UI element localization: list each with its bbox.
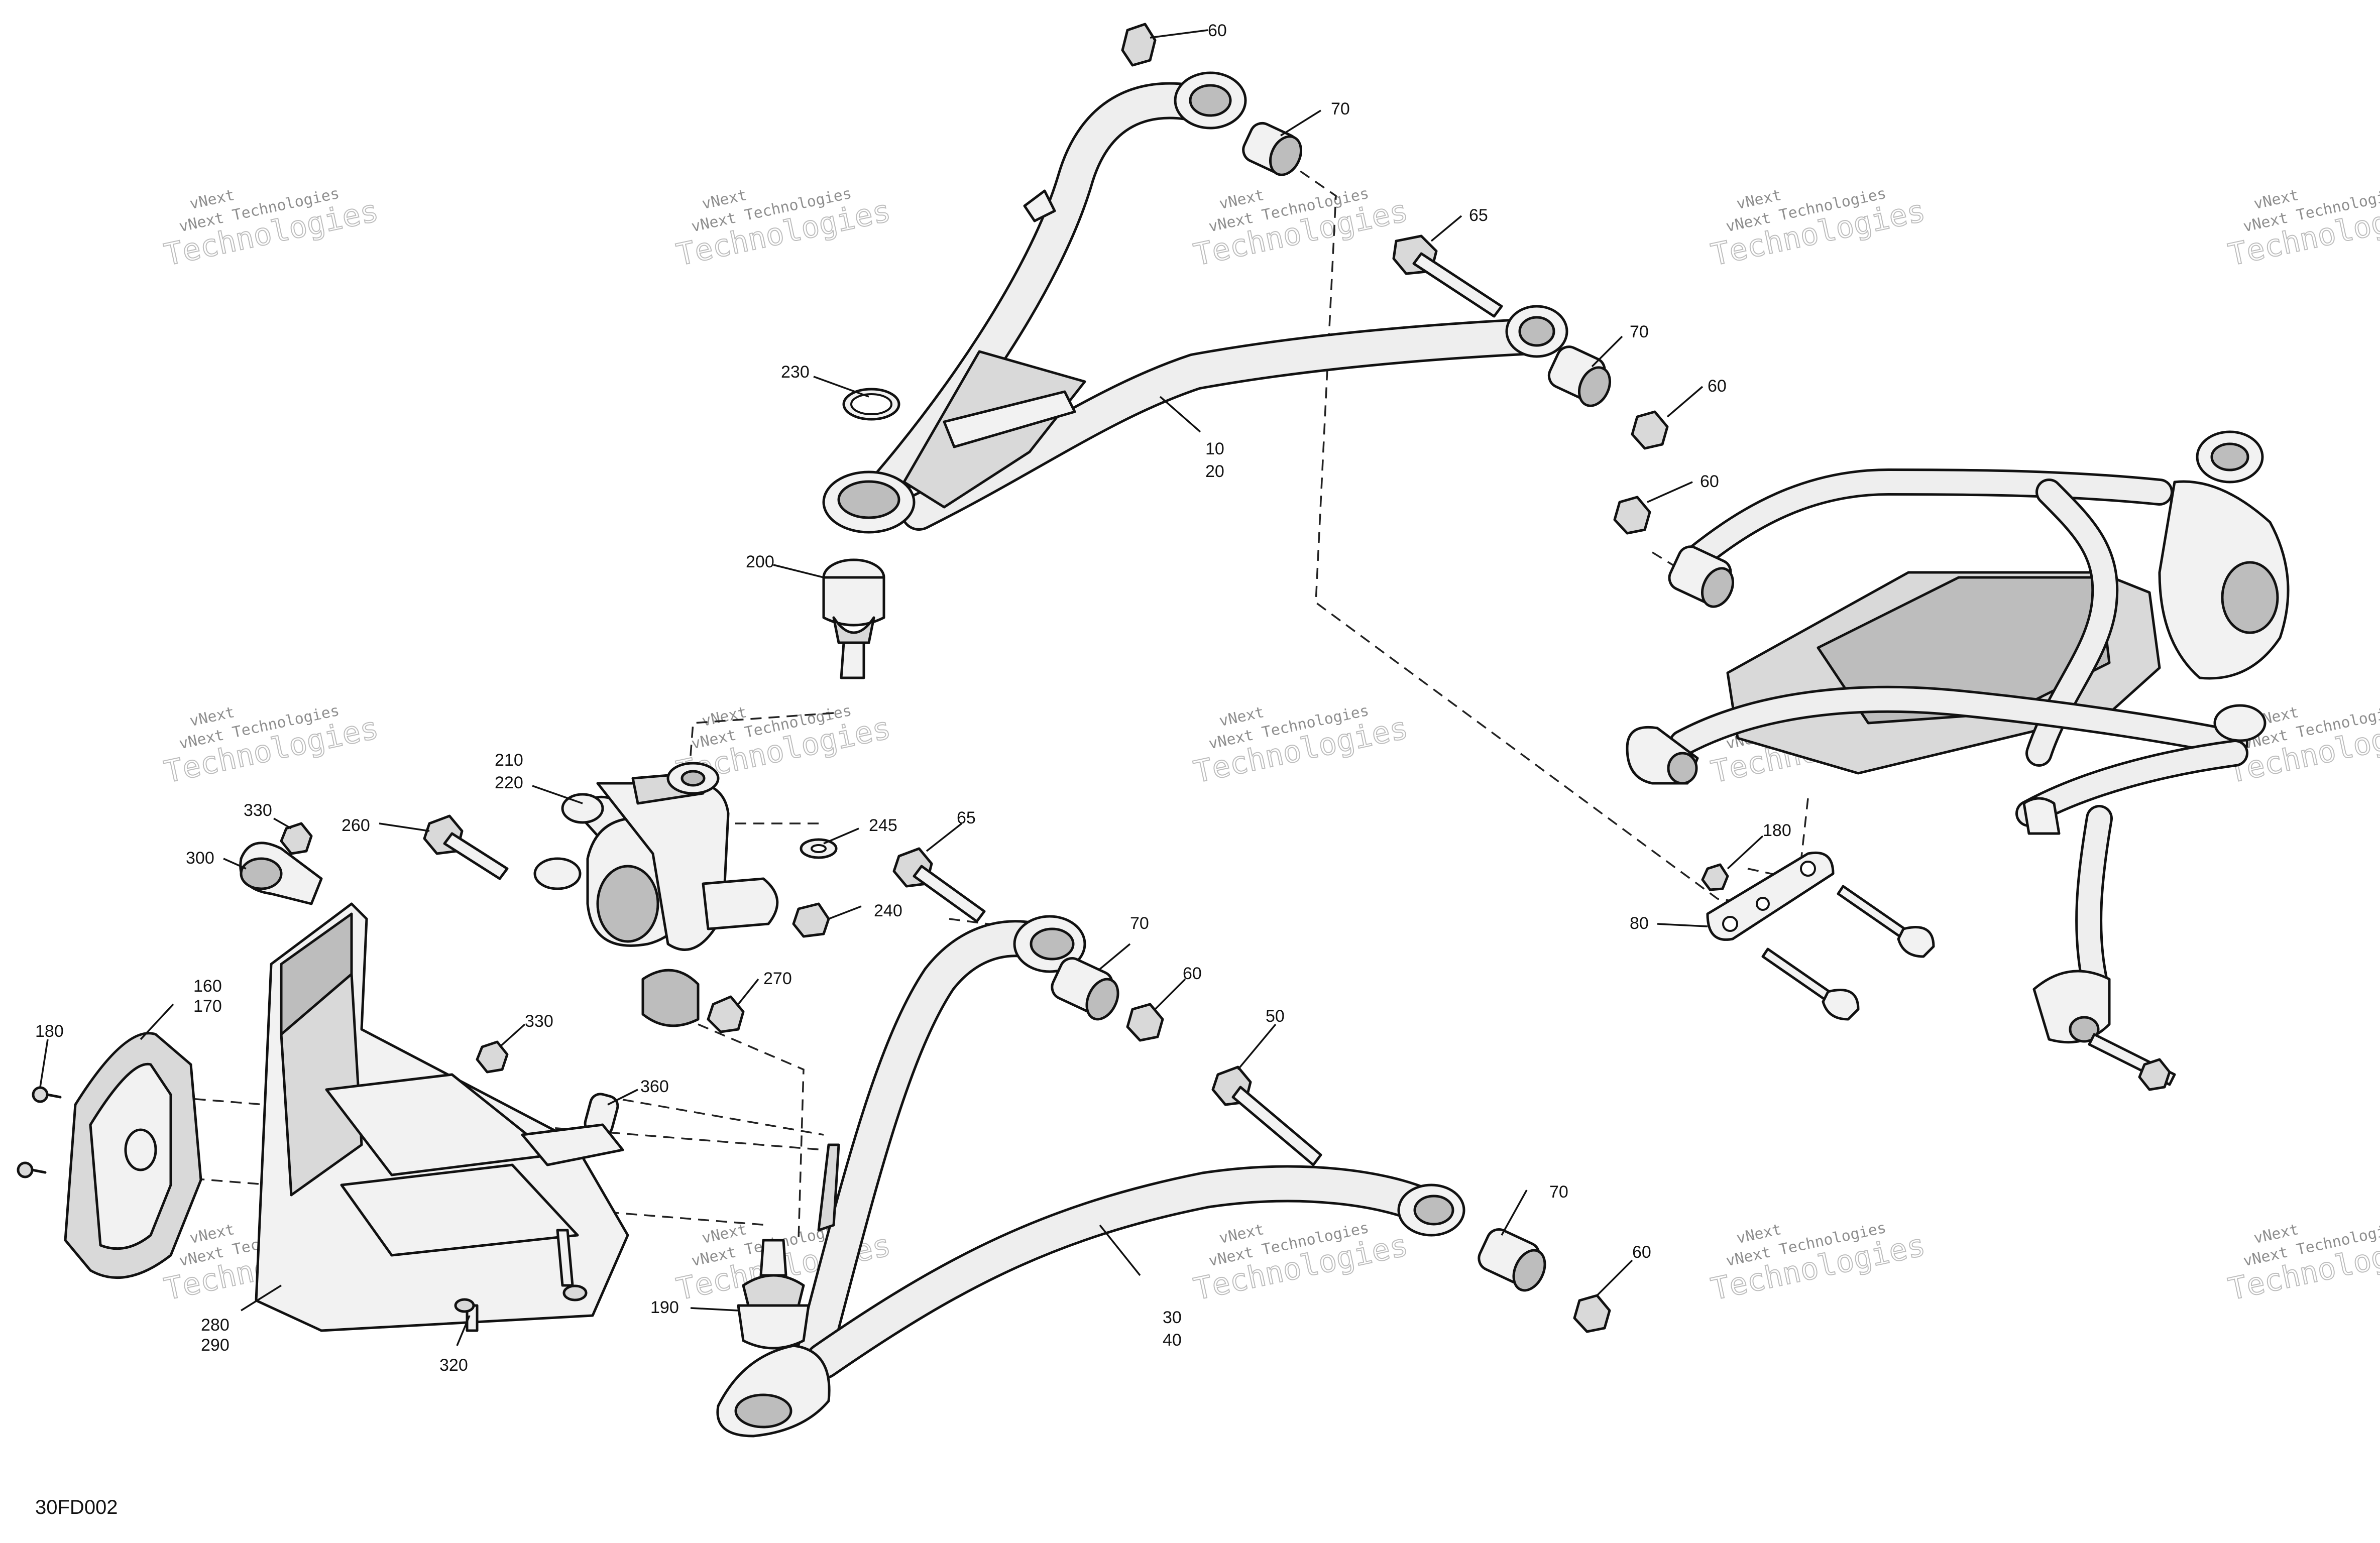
- nut-270: [707, 995, 745, 1033]
- lower-a-arm: [716, 915, 1465, 1438]
- callout-180: 180: [35, 1022, 64, 1041]
- callout-30: 30: [1163, 1308, 1182, 1327]
- callout-260: 260: [342, 816, 370, 835]
- upper-a-arm: [822, 71, 1568, 534]
- callout-360: 360: [640, 1077, 669, 1096]
- watermark: vNext vNext Technologies Technologies: [161, 702, 382, 791]
- screw-180-right: [1701, 863, 1729, 891]
- callout-240: 240: [874, 901, 902, 920]
- watermark: vNext vNext Technologies Technologies: [1708, 1219, 1929, 1308]
- callout-330: 330: [244, 801, 272, 820]
- callout-330: 330: [525, 1012, 553, 1031]
- watermark: vNext vNext Technologies Technologies: [1708, 185, 1929, 274]
- callout-70: 70: [1630, 322, 1649, 341]
- bolt-50: [1231, 1086, 1322, 1166]
- callout-320: 320: [439, 1356, 468, 1375]
- nut-330-top: [280, 822, 313, 855]
- watermark: vNext vNext Technologies Technologies: [673, 185, 894, 274]
- callout-40: 40: [1163, 1331, 1182, 1350]
- nut-60-mid: [1631, 410, 1669, 450]
- bolt-65-top: [1412, 252, 1503, 318]
- rivet-180-a: [32, 1086, 49, 1103]
- watermark: vNext vNext Technologies Technologies: [2225, 185, 2380, 274]
- callout-60: 60: [1183, 964, 1202, 983]
- callout-20: 20: [1205, 462, 1224, 481]
- nut-60-low: [1126, 1003, 1164, 1042]
- callout-labels: 60 70 65 70 60 230 10 20 200 60 210 220 …: [35, 21, 1791, 1375]
- nut-60-top: [1121, 23, 1157, 67]
- callout-60: 60: [1632, 1243, 1651, 1262]
- plate-80: [1701, 851, 1935, 1021]
- callout-290: 290: [201, 1336, 230, 1355]
- clamp-300: [239, 822, 323, 905]
- callout-180: 180: [1763, 821, 1791, 840]
- callout-60: 60: [1700, 472, 1719, 491]
- watermark: vNext vNext Technologies Technologies: [1190, 185, 1412, 274]
- nut-240: [792, 902, 830, 938]
- upper-arm-hardware: [842, 23, 1669, 450]
- callout-230: 230: [781, 363, 810, 382]
- callout-220: 220: [495, 773, 523, 792]
- callout-160: 160: [193, 977, 222, 996]
- callout-270: 270: [763, 969, 792, 988]
- nut-60-right: [1613, 496, 1651, 535]
- callout-170: 170: [193, 997, 222, 1016]
- watermark: vNext vNext Technologies Technologies: [2225, 1219, 2380, 1308]
- callout-10: 10: [1205, 439, 1224, 458]
- watermark: vNext vNext Technologies Technologies: [1190, 702, 1412, 791]
- callout-65: 65: [1469, 206, 1488, 225]
- callout-65: 65: [957, 808, 976, 827]
- callout-300: 300: [186, 849, 214, 868]
- callout-210: 210: [495, 751, 523, 770]
- bolt-260: [443, 832, 509, 880]
- nut-330-mid: [476, 1040, 509, 1074]
- callout-60: 60: [1208, 21, 1227, 40]
- callout-60: 60: [1708, 377, 1727, 396]
- ball-joint-200: [822, 558, 885, 679]
- callout-280: 280: [201, 1316, 230, 1335]
- ball-joint-190: [737, 1239, 810, 1350]
- bolt-long-1: [1761, 947, 1835, 1003]
- steering-knuckle: [533, 762, 779, 1027]
- callout-245: 245: [869, 816, 897, 835]
- callout-leaders: [39, 29, 1764, 1346]
- assembled-suspension: [1613, 430, 2290, 1091]
- lower-arm-hardware: [892, 847, 1611, 1333]
- callout-70: 70: [1130, 914, 1149, 933]
- callout-190: 190: [650, 1298, 679, 1317]
- knuckle-hardware: [423, 814, 838, 1137]
- callout-200: 200: [746, 552, 774, 571]
- callout-70: 70: [1549, 1182, 1568, 1202]
- watermark: vNext vNext Technologies Technologies: [161, 185, 382, 274]
- rivet-180-b: [17, 1161, 34, 1178]
- protective-plates: [17, 902, 629, 1332]
- bolt-long-2: [1837, 885, 1910, 940]
- nut-60-bottom: [1573, 1294, 1611, 1333]
- diagram-reference-code: 30FD002: [35, 1496, 118, 1518]
- callout-70: 70: [1331, 99, 1350, 118]
- callout-80: 80: [1630, 914, 1649, 933]
- callout-50: 50: [1266, 1007, 1285, 1026]
- bolt-65-low: [913, 865, 986, 923]
